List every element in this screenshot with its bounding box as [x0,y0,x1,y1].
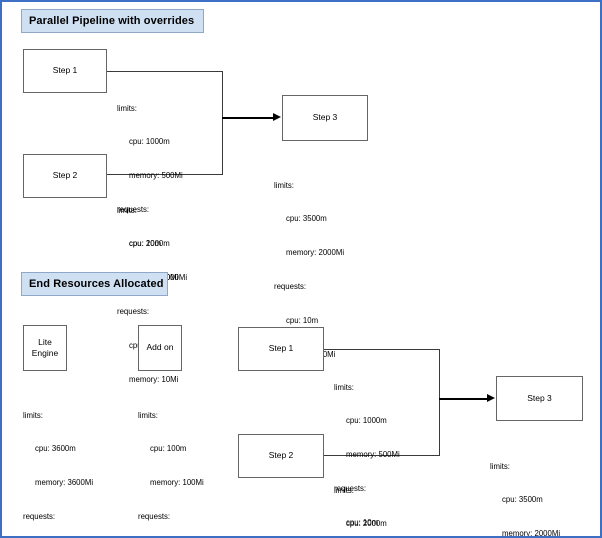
requests-memory: memory: 10Mi [129,375,179,385]
resources-bottom-step-2: limits: cpu: 2000m memory: 3000Mi reques… [334,462,404,536]
resources-add-on: limits: cpu: 100m memory: 100Mi requests… [138,387,204,536]
node-add-on[interactable]: Add on [138,325,182,371]
node-lite-engine-label-line1: Lite [38,336,52,347]
node-top-step-1-label: Step 1 [52,65,78,76]
node-top-step-3-label: Step 3 [312,112,338,123]
limits-memory: memory: 2000Mi [286,248,345,258]
requests-cpu: cpu: 10m [129,239,162,249]
connector-top-junction-vertical [222,71,223,175]
limits-cpu: cpu: 3500m [286,214,327,224]
limits-cpu: cpu: 2000m [346,519,387,529]
node-bottom-step-3-label: Step 3 [527,392,552,403]
limits-cpu: cpu: 2000m [129,239,170,249]
node-bottom-step-1-label: Step 1 [268,343,294,354]
limits-cpu: cpu: 100m [150,444,187,454]
connector-bottom-junction-vertical [439,349,440,456]
limits-label: limits: [117,103,137,113]
resources-lite-engine: limits: cpu: 3600m memory: 3600Mi reques… [23,387,94,536]
limits-cpu: cpu: 1000m [129,137,170,147]
limits-memory: memory: 500Mi [129,171,183,181]
arrow-head-bottom-step3-icon [487,394,495,402]
node-top-step-2[interactable]: Step 2 [23,154,107,198]
node-bottom-step-3[interactable]: Step 3 [496,376,583,421]
connector-bottom-to-step3-arrow-line [439,398,487,400]
node-top-step-2-label: Step 2 [52,170,78,181]
connector-top-step1-horizontal [107,71,222,72]
resources-bottom-step-1: limits: cpu: 1000m memory: 500Mi request… [334,359,400,536]
node-bottom-step-1[interactable]: Step 1 [238,327,324,371]
limits-memory: memory: 500Mi [346,450,400,460]
limits-label: limits: [138,410,158,420]
requests-label: requests: [117,205,150,215]
requests-label: requests: [138,512,171,522]
limits-memory: memory: 100Mi [150,478,204,488]
section-title-parallel-pipeline: Parallel Pipeline with overrides [21,9,204,33]
requests-label: requests: [274,282,307,292]
limits-cpu: cpu: 3600m [35,444,76,454]
limits-cpu: cpu: 1000m [346,416,387,426]
limits-memory: memory: 3600Mi [35,478,94,488]
limits-label: limits: [23,410,43,420]
requests-cpu: cpu: 10m [346,518,379,528]
node-bottom-step-2-label: Step 2 [268,450,294,461]
limits-label: limits: [490,461,510,471]
requests-label: requests: [23,512,56,522]
connector-bottom-step1-horizontal [324,349,439,350]
arrow-head-top-step3-icon [273,113,281,121]
limits-label: limits: [274,180,294,190]
node-lite-engine[interactable]: Lite Engine [23,325,67,371]
connector-top-to-step3-arrow-line [222,117,273,119]
requests-label: requests: [334,484,367,494]
node-top-step-1[interactable]: Step 1 [23,49,107,93]
limits-cpu: cpu: 3500m [502,495,543,505]
limits-label: limits: [334,382,354,392]
section-title-end-resources-allocated: End Resources Allocated [21,272,168,296]
resources-bottom-step-3: limits: cpu: 3500m memory: 2000Mi reques… [490,438,561,538]
connector-bottom-step2-horizontal [324,455,439,456]
requests-cpu: cpu: 10m [286,316,319,326]
limits-label: limits: [117,205,137,215]
node-bottom-step-2[interactable]: Step 2 [238,434,324,478]
node-add-on-label: Add on [146,342,174,353]
connector-top-step2-horizontal [107,174,222,175]
node-lite-engine-label-line2: Engine [31,348,59,358]
limits-memory: memory: 2000Mi [502,529,561,538]
node-top-step-3[interactable]: Step 3 [282,95,368,141]
limits-label: limits: [334,485,354,495]
requests-label: requests: [117,307,150,317]
